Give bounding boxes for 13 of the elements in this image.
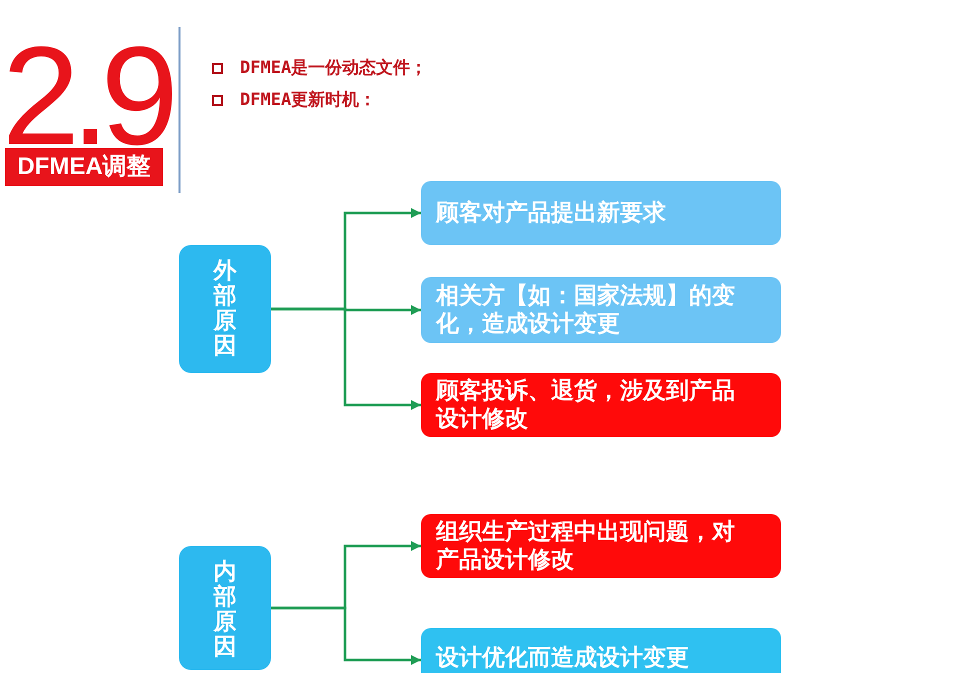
title-banner: DFMEA调整 (5, 148, 163, 186)
category-box: 内部原因 (179, 546, 271, 670)
reason-box: 组织生产过程中出现问题，对产品设计修改 (421, 514, 781, 578)
arrow (271, 308, 421, 410)
section-number: 2.9 (2, 44, 170, 148)
reason-box: 相关方【如：国家法规】的变化，造成设计变更 (421, 277, 781, 343)
category-box: 外部原因 (179, 245, 271, 373)
bullet-text: DFMEA更新时机： (240, 90, 376, 110)
bullet-text: DFMEA是一份动态文件； (240, 58, 428, 78)
arrow (271, 606, 421, 665)
reason-box: 顾客投诉、退货，涉及到产品设计修改 (421, 373, 781, 437)
reason-box: 设计优化而造成设计变更 (421, 628, 781, 673)
reason-box: 顾客对产品提出新要求 (421, 181, 781, 245)
